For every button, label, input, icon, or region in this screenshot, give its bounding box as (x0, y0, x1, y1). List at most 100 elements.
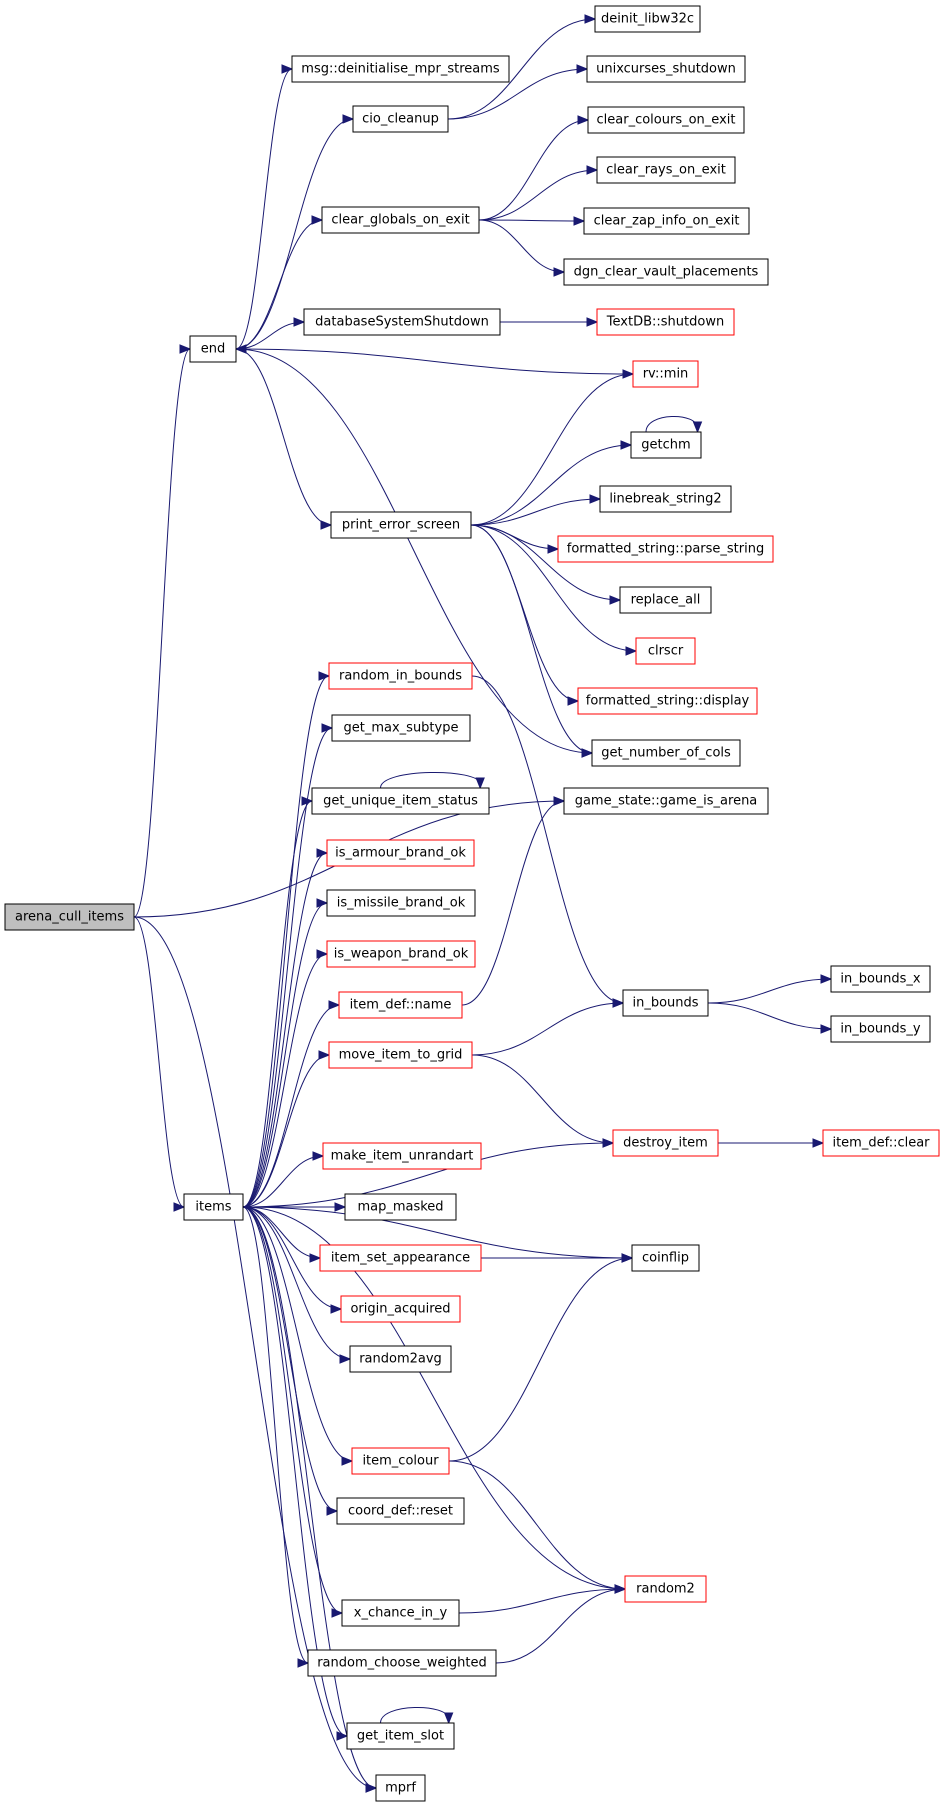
node-label: item_set_appearance (331, 1251, 470, 1266)
node-random2avg[interactable]: random2avg (349, 1345, 452, 1373)
node-coinflip[interactable]: coinflip (631, 1244, 700, 1272)
node-rand_weighted[interactable]: random_choose_weighted (307, 1649, 497, 1677)
node-box (326, 839, 475, 867)
node-box (352, 105, 449, 133)
edge-items-to-move_grid (242, 1050, 331, 1208)
node-missile_brand[interactable]: is_missile_brand_ok (326, 889, 476, 917)
node-end[interactable]: end (189, 335, 237, 363)
node-label: msg::deinitialise_mpr_streams (301, 62, 500, 77)
edge-clear_globals-to-clear_zap (478, 216, 586, 226)
node-deinit_libw32c[interactable]: deinit_libw32c (594, 5, 701, 33)
node-box (331, 714, 471, 742)
node-random2[interactable]: random2 (624, 1575, 707, 1603)
edge-cio_cleanup-to-deinit_libw32c (447, 14, 597, 120)
node-replace_all[interactable]: replace_all (619, 586, 712, 614)
node-item_slot[interactable]: get_item_slot (346, 1722, 455, 1750)
node-label: clear_zap_info_on_exit (594, 214, 740, 229)
node-make_unrand[interactable]: make_item_unrandart (322, 1142, 482, 1170)
node-label: in_bounds (632, 996, 698, 1011)
node-clear_globals[interactable]: clear_globals_on_exit (321, 206, 480, 234)
node-set_appear[interactable]: item_set_appearance (319, 1244, 482, 1272)
node-clear_zap[interactable]: clear_zap_info_on_exit (583, 207, 750, 235)
node-box (4, 903, 135, 931)
node-num_cols[interactable]: get_number_of_cols (591, 739, 741, 767)
node-origin_acq[interactable]: origin_acquired (340, 1295, 461, 1323)
edge-items-to-missile_brand (242, 898, 329, 1208)
node-box (594, 5, 701, 33)
node-clear_rays[interactable]: clear_rays_on_exit (596, 156, 736, 184)
node-fs_display[interactable]: formatted_string::display (577, 687, 758, 715)
node-rand_bounds[interactable]: random_in_bounds (328, 662, 473, 690)
node-arena_cull_items[interactable]: arena_cull_items (4, 903, 135, 931)
node-cio_cleanup[interactable]: cio_cleanup (352, 105, 449, 133)
edge-unique_status-to-unique_status (380, 772, 485, 790)
node-mprf[interactable]: mprf (375, 1774, 426, 1802)
node-map_masked[interactable]: map_masked (344, 1193, 457, 1221)
node-label: unixcurses_shutdown (596, 62, 736, 77)
node-rv_min[interactable]: rv::min (632, 360, 699, 388)
node-label: dgn_clear_vault_placements (574, 265, 759, 280)
node-label: in_bounds_y (840, 1022, 921, 1037)
node-print_error[interactable]: print_error_screen (330, 511, 472, 539)
node-label: make_item_unrandart (331, 1149, 474, 1164)
node-box (622, 989, 709, 1017)
edge-arena_cull_items-to-items (133, 916, 186, 1212)
node-move_grid[interactable]: move_item_to_grid (328, 1041, 473, 1069)
node-box (375, 1774, 426, 1802)
node-clear_colours[interactable]: clear_colours_on_exit (587, 106, 745, 134)
node-label: TextDB::shutdown (606, 315, 724, 330)
node-fs_parse[interactable]: formatted_string::parse_string (557, 535, 774, 563)
node-item_colour[interactable]: item_colour (351, 1447, 450, 1475)
edge-items-to-weapon_brand (242, 949, 329, 1208)
node-label: getchm (641, 438, 690, 453)
node-label: cio_cleanup (362, 112, 439, 127)
edge-in_bounds-to-in_bounds_x (707, 974, 833, 1004)
edge-item_colour-to-coinflip (448, 1253, 634, 1462)
node-unixcurses[interactable]: unixcurses_shutdown (586, 55, 746, 83)
edge-items-to-max_subtype (242, 723, 334, 1208)
node-box (330, 511, 472, 539)
node-in_bounds_y[interactable]: in_bounds_y (830, 1015, 931, 1043)
edge-item_name-to-game_arena (461, 796, 566, 1006)
node-item_clear[interactable]: item_def::clear (822, 1129, 940, 1157)
node-label: linebreak_string2 (609, 492, 721, 507)
node-label: get_item_slot (357, 1729, 444, 1744)
node-items[interactable]: items (183, 1193, 244, 1221)
edge-items-to-coord_reset (242, 1206, 339, 1516)
node-label: item_colour (362, 1454, 439, 1469)
node-label: clear_globals_on_exit (331, 213, 469, 228)
node-unique_status[interactable]: get_unique_item_status (311, 787, 490, 815)
edge-move_grid-to-in_bounds (471, 998, 625, 1056)
node-label: random_choose_weighted (317, 1656, 487, 1671)
node-box (183, 1193, 244, 1221)
node-dgn_clear[interactable]: dgn_clear_vault_placements (563, 258, 769, 286)
node-destroy_item[interactable]: destroy_item (612, 1129, 719, 1157)
edge-items-to-mprf (242, 1206, 378, 1793)
node-box (336, 1497, 465, 1525)
edge-end-to-clear_globals (235, 215, 324, 350)
node-weapon_brand[interactable]: is_weapon_brand_ok (326, 940, 476, 968)
node-game_arena[interactable]: game_state::game_is_arena (563, 787, 769, 815)
node-clrscr[interactable]: clrscr (635, 637, 696, 665)
node-box (630, 431, 702, 459)
node-armour_brand[interactable]: is_armour_brand_ok (326, 839, 475, 867)
node-coord_reset[interactable]: coord_def::reset (336, 1497, 465, 1525)
node-in_bounds_x[interactable]: in_bounds_x (830, 965, 931, 993)
node-msg_deinit[interactable]: msg::deinitialise_mpr_streams (291, 55, 510, 83)
node-box (583, 207, 750, 235)
node-box (563, 787, 769, 815)
node-db_shutdown[interactable]: databaseSystemShutdown (303, 308, 501, 336)
node-max_subtype[interactable]: get_max_subtype (331, 714, 471, 742)
node-item_name[interactable]: item_def::name (338, 991, 463, 1019)
edge-move_grid-to-destroy_item (471, 1054, 615, 1148)
node-box (596, 156, 736, 184)
node-linebreak[interactable]: linebreak_string2 (599, 485, 732, 513)
node-label: mprf (385, 1781, 416, 1796)
node-in_bounds[interactable]: in_bounds (622, 989, 709, 1017)
node-textdb[interactable]: TextDB::shutdown (596, 308, 735, 336)
node-box (319, 1244, 482, 1272)
node-x_chance[interactable]: x_chance_in_y (341, 1599, 460, 1627)
node-getchm[interactable]: getchm (630, 431, 702, 459)
